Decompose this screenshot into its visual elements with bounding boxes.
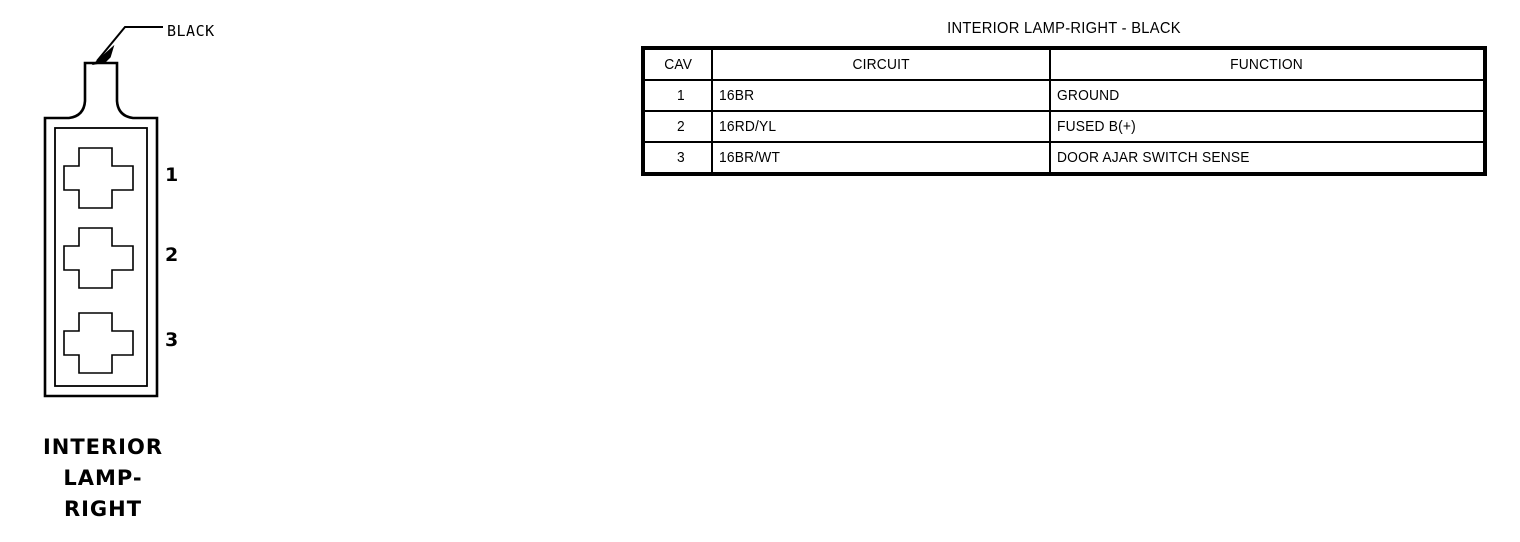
connector-caption: INTERIOR LAMP- RIGHT <box>8 432 198 525</box>
header-function: FUNCTION <box>1049 47 1486 81</box>
row-3-cav-text: 3 <box>676 149 685 166</box>
row-1-cav-text: 1 <box>676 87 685 104</box>
cavity-table: CAV CIRCUIT FUNCTION 1 16BR GROUND 2 16R… <box>641 46 1487 176</box>
connector-caption-line-2: LAMP- <box>63 466 143 490</box>
table-header-row: CAV CIRCUIT FUNCTION <box>642 47 1486 81</box>
connector-caption-line-1: INTERIOR <box>42 435 164 459</box>
cavity-table-head: CAV CIRCUIT FUNCTION <box>642 47 1486 81</box>
header-circuit-text: CIRCUIT <box>852 56 910 73</box>
row-1-circuit: 16BR <box>711 79 1051 112</box>
connector-drawing <box>43 26 163 398</box>
row-2-cav: 2 <box>642 110 713 143</box>
cavity-number-3: 3 <box>165 329 179 351</box>
wire-color-label: BLACK <box>167 22 215 40</box>
row-3-circuit: 16BR/WT <box>711 141 1051 175</box>
connector-inner-rect <box>54 127 148 387</box>
table-title: INTERIOR LAMP-RIGHT - BLACK <box>947 20 1181 37</box>
table-row: 1 16BR GROUND <box>642 79 1486 112</box>
row-1-circuit-text: 16BR <box>719 87 755 104</box>
row-1-function: GROUND <box>1049 79 1486 112</box>
header-cav-text: CAV <box>664 56 692 73</box>
connector-outline <box>43 61 159 398</box>
connector-caption-line-3: RIGHT <box>63 497 143 521</box>
row-2-circuit-text: 16RD/YL <box>719 118 777 135</box>
table-row: 2 16RD/YL FUSED B(+) <box>642 110 1486 143</box>
cavity-table-body: 1 16BR GROUND 2 16RD/YL FUSED B(+) 3 16B… <box>642 79 1486 175</box>
cavity-table-block: INTERIOR LAMP-RIGHT - BLACK CAV CIRCUIT … <box>641 20 1487 176</box>
cavity-terminal-2 <box>63 227 134 289</box>
row-1-function-text: GROUND <box>1057 87 1120 104</box>
row-2-function-text: FUSED B(+) <box>1057 118 1136 135</box>
connector-diagram: BLACK 1 2 3 INTERIOR LAMP- RIGHT <box>0 0 300 542</box>
cavity-number-2: 2 <box>165 244 179 266</box>
cavity-number-1: 1 <box>165 164 179 186</box>
row-3-function-text: DOOR AJAR SWITCH SENSE <box>1057 149 1250 166</box>
row-3-circuit-text: 16BR/WT <box>719 149 781 166</box>
table-row: 3 16BR/WT DOOR AJAR SWITCH SENSE <box>642 141 1486 175</box>
cavity-terminal-1 <box>63 147 134 209</box>
row-3-function: DOOR AJAR SWITCH SENSE <box>1049 141 1486 175</box>
row-2-circuit: 16RD/YL <box>711 110 1051 143</box>
row-2-cav-text: 2 <box>676 118 685 135</box>
row-3-cav: 3 <box>642 141 713 175</box>
cavity-terminal-3 <box>63 312 134 374</box>
header-circuit: CIRCUIT <box>711 47 1051 81</box>
black-leader-line <box>91 26 163 66</box>
header-cav: CAV <box>642 47 713 81</box>
row-2-function: FUSED B(+) <box>1049 110 1486 143</box>
row-1-cav: 1 <box>642 79 713 112</box>
header-function-text: FUNCTION <box>1230 56 1304 73</box>
